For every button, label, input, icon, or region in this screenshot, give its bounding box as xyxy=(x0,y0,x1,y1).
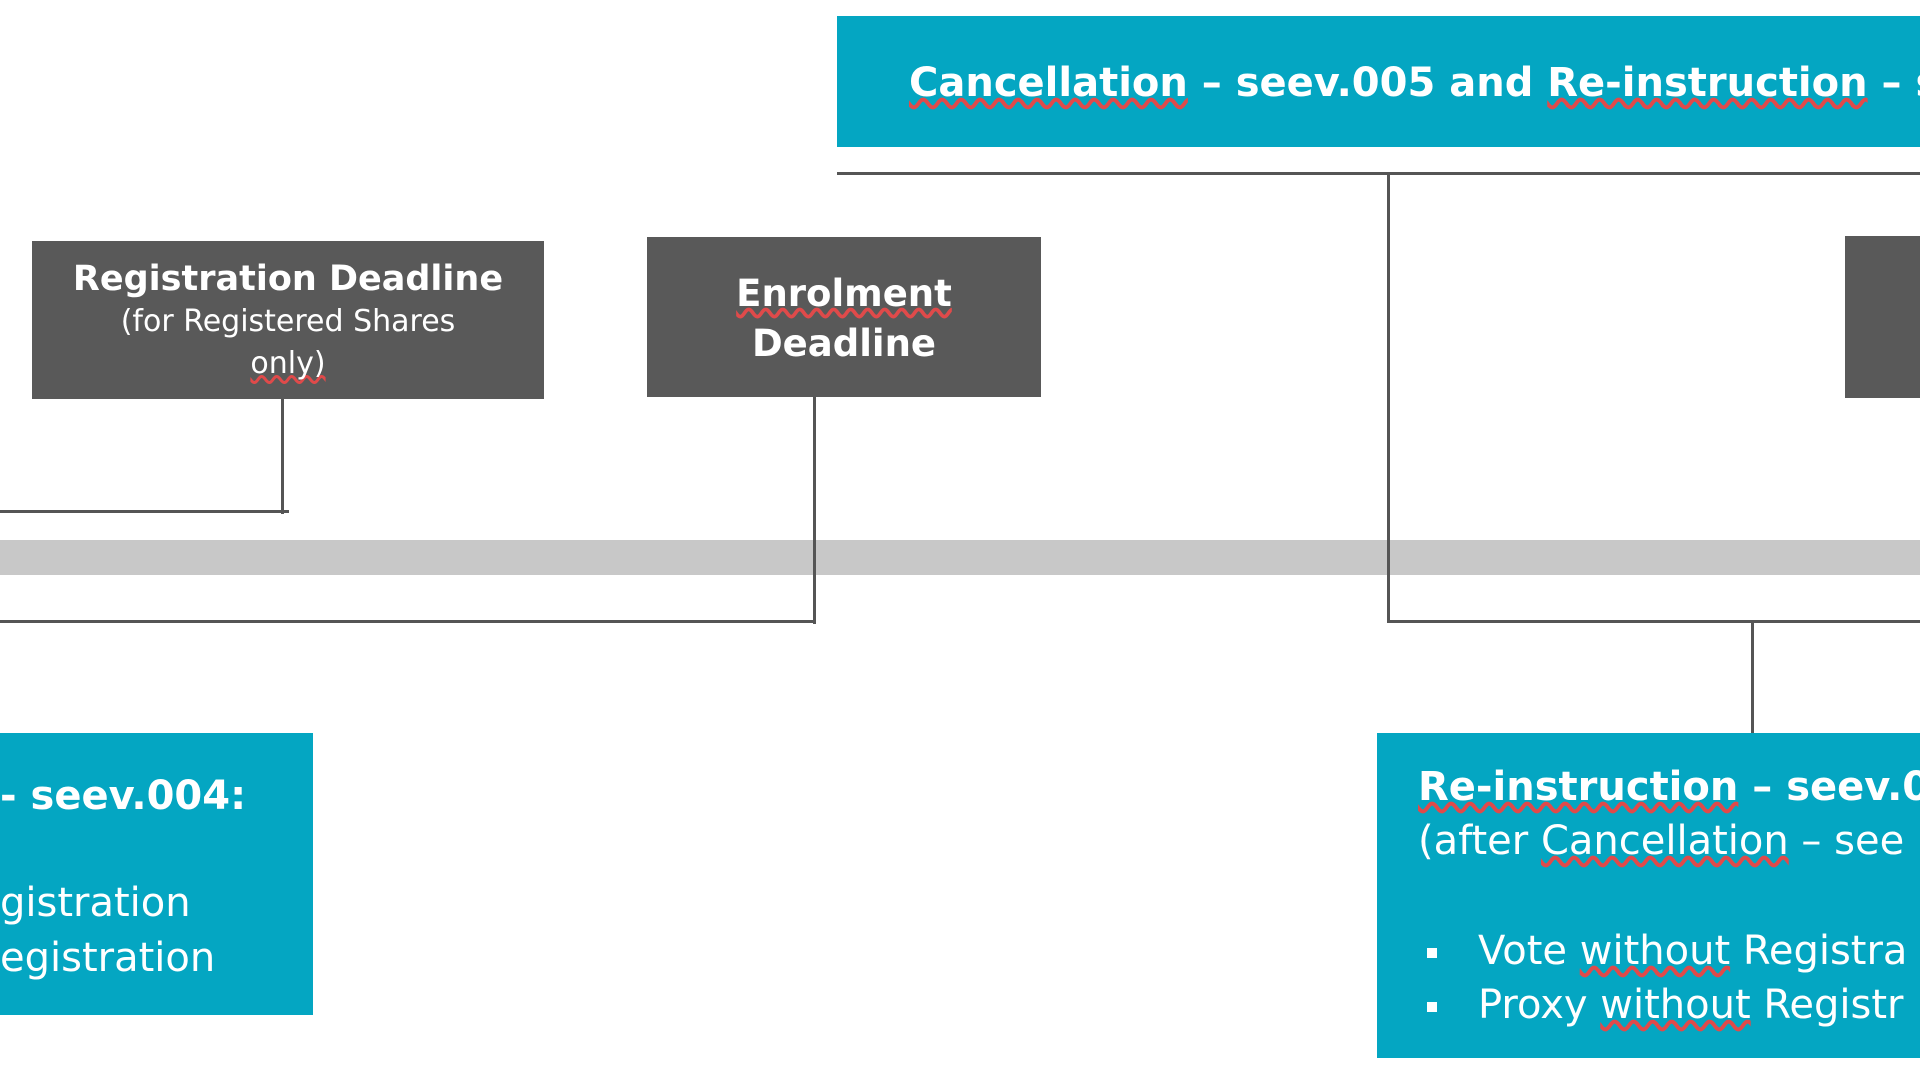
enrolment-deadline-box: Enrolment Deadline xyxy=(647,237,1041,397)
bullet-vote-without: without xyxy=(1579,928,1731,974)
registration-deadline-subtitle-end: only) xyxy=(250,346,326,381)
reinstruction-title: Re-instruction – seev.00 xyxy=(1418,760,1920,814)
registration-deadline-title: Registration Deadline xyxy=(72,259,504,299)
instruction-line-2: egistration xyxy=(0,935,216,981)
instruction-title: - seev.004: xyxy=(0,773,247,819)
bullet-proxy-a: Proxy xyxy=(1478,982,1601,1028)
banner-text-mid: – seev.005 and xyxy=(1187,60,1548,106)
reinstruction-subtitle-rest: – see xyxy=(1788,818,1905,864)
reinstruction-title-rest: – seev.00 xyxy=(1752,764,1920,810)
right-deadline-box xyxy=(1845,236,1920,398)
connector-reinstruction-vertical xyxy=(1751,620,1754,733)
reinstruction-box: Re-instruction – seev.00 (after Cancella… xyxy=(1377,733,1920,1058)
bullet-proxy: Proxy without Registr xyxy=(1418,978,1920,1032)
connector-registration-vertical xyxy=(281,398,284,514)
enrolment-deadline-line2: Deadline xyxy=(751,322,937,365)
registration-deadline-subtitle: (for Registered Shares xyxy=(120,304,456,339)
connector-enrolment-vertical xyxy=(813,396,816,624)
connector-lower-left-horizontal xyxy=(0,620,816,623)
connector-banner-horizontal xyxy=(837,172,1920,175)
connector-registration-horizontal xyxy=(0,510,289,513)
cancellation-banner: Cancellation – seev.005 and Re-instructi… xyxy=(837,16,1920,147)
banner-text-end: – see xyxy=(1881,60,1920,106)
timeline-bar xyxy=(0,540,1920,575)
bullet-vote-c: Registra xyxy=(1730,928,1908,974)
connector-lower-right-horizontal xyxy=(1387,620,1920,623)
connector-banner-vertical xyxy=(1387,173,1390,623)
reinstruction-cancellation-word: Cancellation xyxy=(1540,818,1789,864)
reinstruction-subtitle: (after Cancellation – see xyxy=(1418,814,1920,868)
bullet-proxy-c: Registr xyxy=(1750,982,1904,1028)
instruction-box: - seev.004: gistration egistration xyxy=(0,733,313,1015)
bullet-vote-a: Vote xyxy=(1478,928,1580,974)
enrolment-deadline-line1: Enrolment xyxy=(736,272,952,315)
bullet-vote: Vote without Registra xyxy=(1418,924,1920,978)
reinstruction-bullets: Vote without Registra Proxy without Regi… xyxy=(1418,924,1920,1032)
instruction-line-1: gistration xyxy=(0,880,191,926)
bullet-proxy-without: without xyxy=(1600,982,1751,1028)
banner-reinstruction-word: Re-instruction xyxy=(1547,60,1868,106)
banner-cancellation-word: Cancellation xyxy=(909,60,1188,106)
reinstruction-word: Re-instruction xyxy=(1418,764,1739,810)
reinstruction-subtitle-start: (after xyxy=(1418,818,1541,864)
registration-deadline-box: Registration Deadline (for Registered Sh… xyxy=(32,241,544,399)
